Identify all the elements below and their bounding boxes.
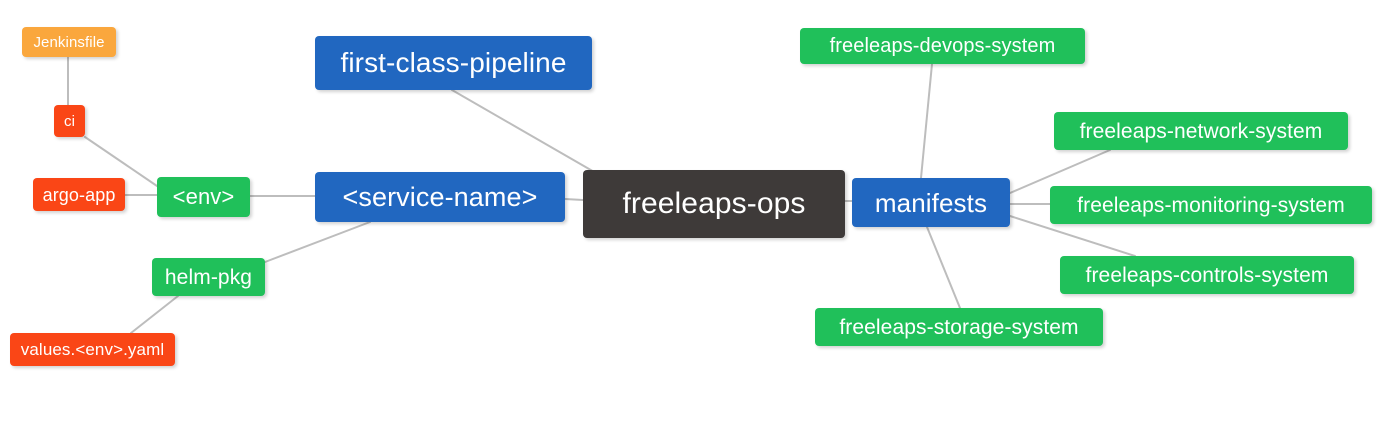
node-env[interactable]: <env> xyxy=(157,177,250,217)
edge-manifests-devops xyxy=(920,63,933,179)
node-label-freeleaps-ops: freeleaps-ops xyxy=(622,187,806,220)
node-label-freeleaps-devops-system: freeleaps-devops-system xyxy=(829,35,1056,57)
node-ci[interactable]: ci xyxy=(54,105,85,137)
node-first-class-pipeline[interactable]: first-class-pipeline xyxy=(315,36,592,90)
node-service-name[interactable]: <service-name> xyxy=(315,172,565,222)
edge-helm-pkg-values xyxy=(130,295,179,334)
node-label-helm-pkg: helm-pkg xyxy=(164,265,253,289)
node-label-freeleaps-network-system: freeleaps-network-system xyxy=(1079,119,1323,143)
node-label-values-env-yaml: values.<env>.yaml xyxy=(20,340,165,359)
node-label-argo-app: argo-app xyxy=(42,184,116,205)
edge-ops-first-class-pipeline xyxy=(451,89,597,174)
node-freeleaps-storage-system[interactable]: freeleaps-storage-system xyxy=(815,308,1103,346)
node-freeleaps-ops[interactable]: freeleaps-ops xyxy=(583,170,845,238)
node-manifests[interactable]: manifests xyxy=(852,178,1010,227)
node-values-env-yaml[interactable]: values.<env>.yaml xyxy=(10,333,175,366)
node-freeleaps-monitoring-system[interactable]: freeleaps-monitoring-system xyxy=(1050,186,1372,224)
node-helm-pkg[interactable]: helm-pkg xyxy=(152,258,265,296)
node-freeleaps-network-system[interactable]: freeleaps-network-system xyxy=(1054,112,1348,150)
node-label-jenkinsfile: Jenkinsfile xyxy=(33,33,105,51)
node-label-service-name: <service-name> xyxy=(342,181,538,212)
node-label-ci: ci xyxy=(63,112,76,130)
node-freeleaps-controls-system[interactable]: freeleaps-controls-system xyxy=(1060,256,1354,294)
node-label-freeleaps-controls-system: freeleaps-controls-system xyxy=(1085,263,1329,287)
node-jenkinsfile[interactable]: Jenkinsfile xyxy=(22,27,116,57)
edge-service-name-helm-pkg xyxy=(264,221,371,263)
node-argo-app[interactable]: argo-app xyxy=(33,178,125,211)
edge-manifests-storage xyxy=(926,226,961,309)
node-label-env: <env> xyxy=(172,184,235,209)
node-label-freeleaps-monitoring-system: freeleaps-monitoring-system xyxy=(1077,193,1345,217)
node-label-manifests: manifests xyxy=(874,187,988,218)
edge-ops-service-name xyxy=(564,198,584,201)
node-label-first-class-pipeline: first-class-pipeline xyxy=(340,47,567,78)
node-freeleaps-devops-system[interactable]: freeleaps-devops-system xyxy=(800,28,1085,64)
node-label-freeleaps-storage-system: freeleaps-storage-system xyxy=(839,315,1079,339)
